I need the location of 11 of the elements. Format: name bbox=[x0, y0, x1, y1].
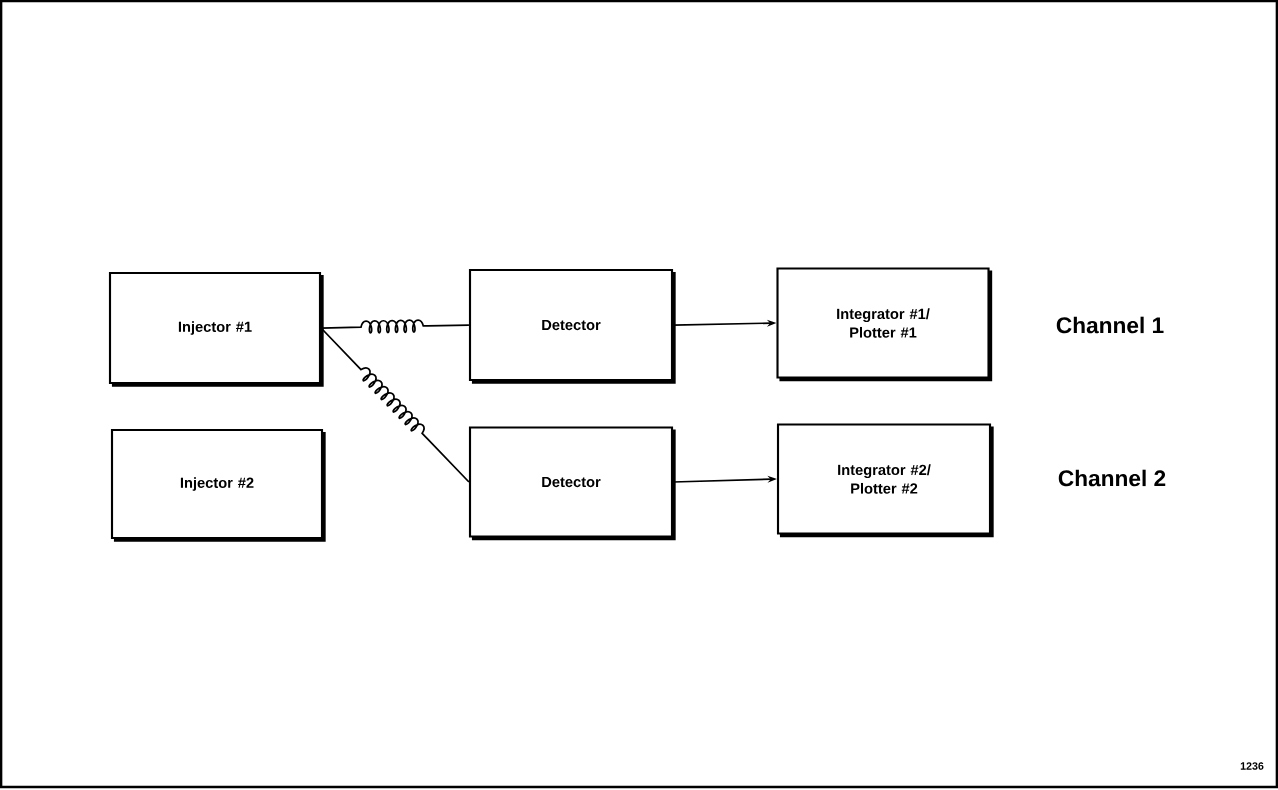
block-box: Detector bbox=[468, 426, 676, 541]
channel-label: Channel 2 bbox=[1058, 469, 1166, 487]
block-box: Detector bbox=[468, 268, 676, 384]
block-box: Integrator #1/ Plotter #1 bbox=[776, 267, 993, 382]
block-box: Injector #1 bbox=[108, 271, 324, 387]
block-box: Integrator #2/ Plotter #2 bbox=[776, 423, 994, 538]
channel-label: Channel 1 bbox=[1056, 316, 1164, 334]
connector bbox=[320, 319, 470, 334]
connector bbox=[320, 327, 470, 483]
figure-number: 1236 bbox=[1240, 762, 1264, 770]
block-box: Injector #2 bbox=[110, 428, 326, 542]
